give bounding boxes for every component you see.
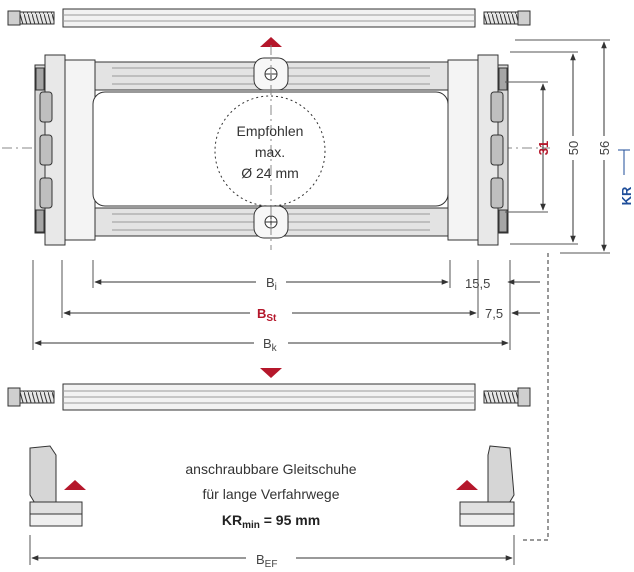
kr-dashed-guide (520, 253, 549, 541)
diameter-note-line2: max. (255, 144, 285, 160)
dim-height-outer: 56 (597, 141, 612, 155)
diameter-note-line3: Ø 24 mm (241, 165, 299, 181)
dim-bef: BEF (256, 552, 277, 570)
screw-icon (483, 387, 531, 407)
dim-height-inner: 31 (536, 141, 551, 155)
chain-link-assembly (34, 45, 509, 250)
screw-icon (483, 10, 531, 26)
glide-shoe-icon (29, 445, 83, 527)
glide-shoe-icon (459, 445, 515, 527)
up-arrow-icon (456, 480, 478, 490)
vertical-dimensions: 31 50 56 KR (505, 39, 634, 254)
diameter-note-line1: Empfohlen (237, 123, 304, 139)
dim-offset-a: 15,5 (465, 276, 490, 291)
glide-note-line1: anschraubbare Gleitschuhe (185, 461, 356, 477)
horizontal-dimensions: Bi 15,5 BSt 7,5 Bk (32, 260, 540, 354)
bef-dimension: BEF (29, 535, 515, 570)
dim-bk: Bk (263, 336, 278, 354)
down-arrow-icon (260, 368, 282, 378)
dim-offset-b: 7,5 (485, 306, 503, 321)
glide-note-line2: für lange Verfahrwege (203, 486, 340, 502)
screw-icon (7, 387, 55, 407)
recommended-diameter-circle (214, 95, 326, 207)
dim-bst: BSt (257, 306, 277, 324)
top-exploded-crossbar (7, 8, 531, 28)
glide-note-kr: KRmin = 95 mm (222, 512, 320, 531)
dim-kr: KR (619, 186, 634, 205)
dim-bi: Bi (266, 275, 277, 293)
screw-icon (7, 10, 55, 26)
crossbar-profile-top (62, 8, 476, 28)
dim-height-mid: 50 (566, 141, 581, 155)
lower-exploded-crossbar (7, 383, 531, 411)
up-arrow-icon (260, 37, 282, 47)
up-arrow-icon (64, 480, 86, 490)
